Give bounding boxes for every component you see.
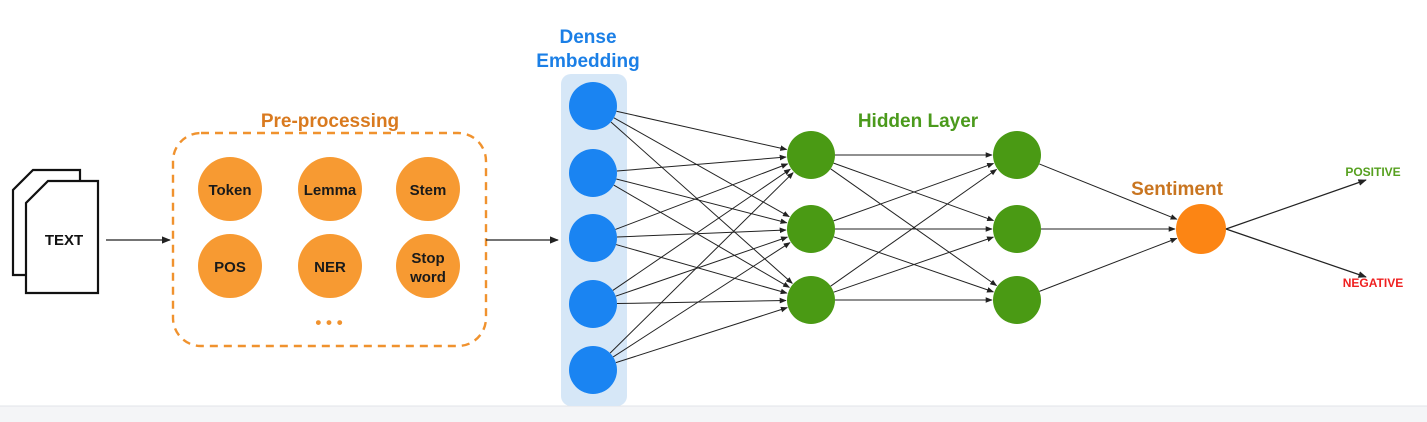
edge-hidden2-2-sentiment (1039, 237, 1178, 292)
edge-embedding-2-hidden1-2 (615, 244, 788, 295)
edge-hidden1-1-hidden2-0 (833, 162, 995, 222)
embedding-node-3 (569, 214, 617, 262)
edge-embedding-0-hidden1-0 (616, 110, 788, 151)
network-connections (609, 110, 1178, 364)
edge-embedding-4-hidden1-0 (609, 172, 794, 354)
edge-embedding-1-hidden1-2 (613, 184, 791, 288)
embedding-node-5 (569, 346, 617, 394)
hidden-layer-1-node-2 (787, 205, 835, 253)
preprocessing-node-pos (198, 234, 262, 298)
hidden-layer-2-node-1 (993, 131, 1041, 179)
preprocessing-node-stem (396, 157, 460, 221)
preprocessing-title: Pre-processing (261, 111, 399, 132)
preprocessing-group: Pre-processing Token Lemma Stem POS NER … (171, 111, 488, 348)
edge-embedding-1-hidden1-0 (616, 154, 787, 172)
edge-embedding-1-hidden1-1 (616, 178, 788, 224)
preprocessing-node-lemma (298, 157, 362, 221)
preprocessing-label-stem: Stem (410, 182, 447, 199)
embedding-node-2 (569, 149, 617, 197)
edge-hidden1-2-hidden2-1 (833, 236, 995, 293)
preprocessing-node-stopword (396, 234, 460, 298)
preprocessing-label-ner: NER (314, 259, 346, 276)
preprocessing-label-token: Token (208, 182, 251, 199)
edge-embedding-3-hidden1-1 (615, 236, 789, 297)
text-document-icon: TEXT (11, 168, 100, 295)
arrow-to-negative (1225, 228, 1367, 278)
preprocessing-ellipsis: • • • (315, 313, 342, 332)
hidden-layer-1-node-3 (787, 276, 835, 324)
footer-band (0, 406, 1427, 422)
hidden-layer-2-node-3 (993, 276, 1041, 324)
preprocessing-node-ner (298, 234, 362, 298)
edge-hidden1-2-hidden2-0 (830, 168, 998, 287)
hidden-layer-1-node-1 (787, 131, 835, 179)
edge-embedding-2-hidden1-0 (615, 163, 789, 230)
positive-label: POSITIVE (1345, 165, 1400, 179)
preprocessing-node-token (198, 157, 262, 221)
hidden-layer-nodes (787, 131, 1041, 324)
edge-embedding-3-hidden1-2 (616, 297, 787, 305)
edge-embedding-0-hidden1-1 (613, 117, 790, 218)
edge-hidden2-0-sentiment (1039, 163, 1178, 220)
embedding-node-4 (569, 280, 617, 328)
embedding-title-line2: Embedding (536, 51, 639, 72)
embedding-nodes (569, 82, 617, 394)
hidden-layer-title: Hidden Layer (858, 111, 979, 132)
preprocessing-label-lemma: Lemma (304, 182, 357, 199)
sentiment-title: Sentiment (1131, 179, 1224, 200)
edge-embedding-3-hidden1-0 (612, 168, 791, 291)
embedding-node-1 (569, 82, 617, 130)
preprocessing-label-pos: POS (214, 259, 246, 276)
hidden-layer-2-node-2 (993, 205, 1041, 253)
edge-embedding-0-hidden1-2 (610, 121, 793, 284)
negative-label: NEGATIVE (1343, 276, 1403, 290)
embedding-title-line1: Dense (559, 27, 616, 48)
edge-embedding-4-hidden1-1 (612, 242, 791, 358)
arrow-to-positive (1225, 179, 1367, 230)
edge-embedding-2-hidden1-1 (616, 227, 787, 238)
edge-embedding-4-hidden1-2 (615, 306, 788, 364)
text-input-label: TEXT (45, 232, 83, 249)
sentiment-node (1176, 204, 1226, 254)
